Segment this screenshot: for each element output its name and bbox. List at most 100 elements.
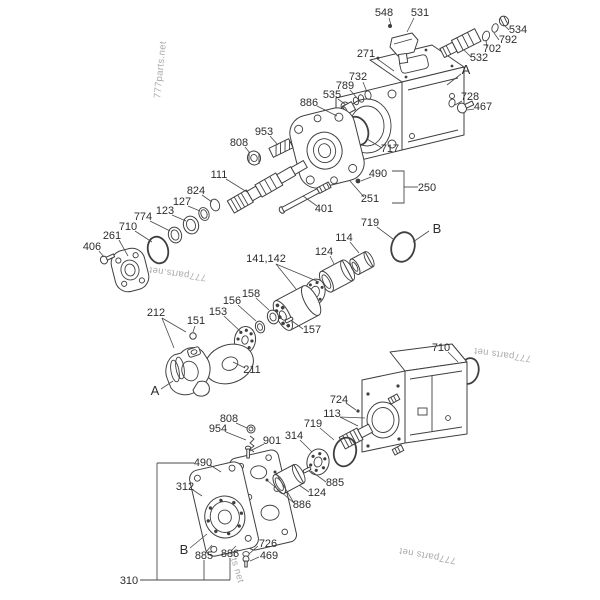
callout-824: 824 bbox=[187, 185, 205, 197]
callout-212: 212 bbox=[147, 307, 165, 319]
callout-901: 901 bbox=[263, 435, 281, 447]
callout-113: 113 bbox=[323, 408, 341, 420]
callout-732: 732 bbox=[349, 71, 367, 83]
callout-954: 954 bbox=[209, 423, 227, 435]
bushing-114 bbox=[349, 251, 375, 275]
ball-151 bbox=[189, 332, 197, 340]
watermark-right: 777parts net bbox=[473, 345, 532, 364]
section-label-B-bottom: B bbox=[180, 542, 189, 557]
callout-469: 469 bbox=[260, 550, 278, 562]
shoe-plate-211 bbox=[204, 343, 254, 385]
flange-cover-251 bbox=[289, 107, 365, 189]
callout-792: 792 bbox=[499, 34, 517, 46]
callout-250: 250 bbox=[418, 182, 436, 194]
callout-548: 548 bbox=[375, 7, 393, 19]
callout-314: 314 bbox=[285, 430, 303, 442]
leader-lines bbox=[98, 17, 510, 562]
callout-724: 724 bbox=[330, 394, 348, 406]
callout-467: 467 bbox=[474, 101, 492, 113]
pin-886-b bbox=[273, 470, 277, 474]
callout-886-mid: 886 bbox=[293, 499, 311, 511]
stud-bottom bbox=[391, 444, 405, 456]
bearing-123 bbox=[182, 215, 200, 235]
callout-728: 728 bbox=[461, 91, 479, 103]
callout-141-142: 141,142 bbox=[246, 253, 286, 265]
callout-702: 702 bbox=[483, 43, 501, 55]
callout-271: 271 bbox=[357, 48, 375, 60]
section-label-A-bottom: A bbox=[151, 383, 160, 398]
section-label-A-top: A bbox=[462, 62, 471, 77]
callout-535: 535 bbox=[323, 89, 341, 101]
callout-531: 531 bbox=[411, 7, 429, 19]
callout-114: 114 bbox=[335, 232, 353, 244]
pin-885-right bbox=[302, 466, 312, 474]
nut-808-top bbox=[246, 150, 262, 166]
callout-153: 153 bbox=[209, 306, 227, 318]
cartridge-532 bbox=[439, 15, 510, 59]
callout-127: 127 bbox=[173, 196, 191, 208]
cylinder-block-141-142 bbox=[272, 285, 322, 331]
bracket-310 bbox=[140, 462, 231, 581]
pump-body-right bbox=[338, 343, 468, 456]
callout-774: 774 bbox=[134, 211, 152, 223]
callout-534: 534 bbox=[509, 24, 527, 36]
callout-710-left: 710 bbox=[119, 221, 137, 233]
ring-824 bbox=[209, 198, 221, 212]
callout-726: 726 bbox=[259, 538, 277, 550]
callout-211: 211 bbox=[243, 364, 261, 376]
spring-953 bbox=[268, 138, 294, 158]
sleeve-124-top bbox=[318, 259, 356, 293]
watermark-top-left: 777parts.net bbox=[152, 41, 169, 99]
callout-710-right: 710 bbox=[432, 342, 450, 354]
callout-719-top: 719 bbox=[361, 217, 379, 229]
callout-157: 157 bbox=[303, 324, 321, 336]
callout-406: 406 bbox=[83, 241, 101, 253]
watermark-mid-left: 777parts.net bbox=[148, 264, 207, 283]
seal-774 bbox=[167, 226, 183, 244]
callout-532: 532 bbox=[470, 52, 488, 64]
callout-123: 123 bbox=[156, 205, 174, 217]
ring-127 bbox=[198, 207, 210, 221]
bolt-467-washer-728 bbox=[448, 98, 475, 114]
drive-shaft-111 bbox=[226, 160, 308, 214]
bracket-250 bbox=[392, 170, 418, 204]
rear-cover-312 bbox=[189, 461, 259, 557]
o-ring-710-left bbox=[146, 235, 170, 265]
callout-808-top: 808 bbox=[230, 137, 248, 149]
piston-plate-314 bbox=[306, 448, 330, 476]
ring-702 bbox=[481, 30, 491, 42]
callout-886-bottom: 886 bbox=[221, 548, 239, 560]
callout-885-bottom: 885 bbox=[195, 550, 213, 562]
callout-261: 261 bbox=[103, 230, 121, 242]
bolt-469-washer-726 bbox=[242, 551, 250, 568]
plug-534 bbox=[498, 15, 510, 27]
o-ring-719-top bbox=[390, 231, 416, 263]
callout-808-bottom: 808 bbox=[220, 413, 238, 425]
callout-158: 158 bbox=[242, 288, 260, 300]
callout-151: 151 bbox=[187, 315, 205, 327]
section-label-B-top: B bbox=[433, 221, 442, 236]
callout-885-right: 885 bbox=[326, 477, 344, 489]
washer-156 bbox=[254, 320, 266, 334]
callout-310: 310 bbox=[120, 575, 138, 587]
callout-124-top: 124 bbox=[315, 246, 333, 258]
stud-401 bbox=[278, 181, 332, 214]
bearing-chain bbox=[99, 198, 221, 293]
callout-251: 251 bbox=[361, 193, 379, 205]
callout-719-bottom: 719 bbox=[304, 418, 322, 430]
ball-490-top bbox=[355, 178, 361, 184]
callout-886-top: 886 bbox=[300, 97, 318, 109]
nut-808-bottom bbox=[246, 424, 256, 434]
callout-312: 312 bbox=[176, 481, 194, 493]
swash-housing-A bbox=[165, 346, 211, 397]
stud-top bbox=[387, 393, 401, 405]
pin-724 bbox=[356, 409, 360, 413]
pin-886-a bbox=[265, 478, 269, 482]
ring-792 bbox=[491, 23, 499, 33]
callout-490-top: 490 bbox=[369, 168, 387, 180]
callout-labels: 548 531 271 534 792 702 532 A 728 467 73… bbox=[83, 7, 527, 587]
callout-124-bottom: 124 bbox=[308, 487, 326, 499]
callout-789: 789 bbox=[336, 80, 354, 92]
